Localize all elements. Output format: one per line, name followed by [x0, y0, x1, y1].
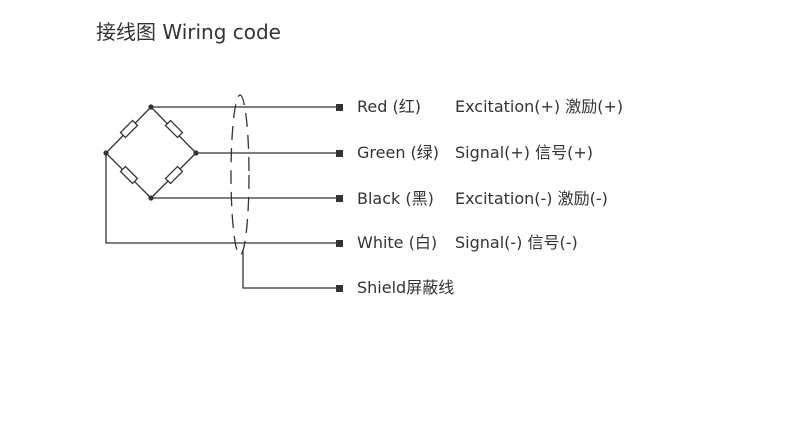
wire-label-black: Black (黑)	[357, 189, 434, 208]
resistor-2	[164, 119, 184, 139]
connector-white	[336, 240, 343, 247]
connector-shield	[336, 285, 343, 292]
wire-label-red: Red (红)	[357, 97, 421, 116]
wire-function-white: Signal(-) 信号(-)	[455, 233, 578, 252]
junction-top	[148, 104, 154, 110]
resistor-1	[119, 119, 139, 139]
wire-label-green: Green (绿)	[357, 143, 440, 162]
wire-white	[105, 153, 338, 244]
resistor-3	[164, 165, 184, 185]
wire-label-white: White (白)	[357, 233, 438, 252]
wire-function-green: Signal(+) 信号(+)	[455, 143, 594, 162]
junction-left	[103, 150, 109, 156]
wire-label-shield: Shield屏蔽线	[357, 278, 455, 297]
connector-red	[336, 104, 343, 111]
connector-black	[336, 195, 343, 202]
wire-shield	[242, 250, 338, 289]
junction-bottom	[148, 195, 154, 201]
junction-right	[193, 150, 199, 156]
wire-function-black: Excitation(-) 激励(-)	[455, 189, 608, 208]
resistor-4	[119, 165, 139, 185]
wire-function-red: Excitation(+) 激励(+)	[455, 97, 624, 116]
cable-shield	[230, 94, 250, 256]
connector-green	[336, 150, 343, 157]
page-title: 接线图 Wiring code	[96, 20, 281, 44]
